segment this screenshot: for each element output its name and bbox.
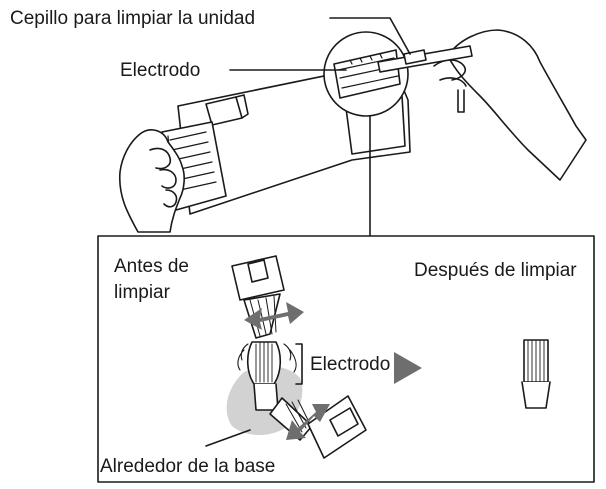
- brush-leader: [329, 17, 411, 55]
- lower-double-arrow: [286, 404, 330, 440]
- base-label: Alrededor de la base: [100, 456, 276, 478]
- right-hand: [433, 29, 587, 181]
- zoom-circle: [323, 31, 409, 117]
- base-leader: [205, 429, 251, 447]
- before-label-line2: limpiar: [114, 282, 170, 303]
- electrode-label-top: Electrodo: [120, 60, 201, 81]
- electrode-before: [237, 341, 297, 411]
- after-label: Después de limpiar: [414, 260, 577, 281]
- left-hand: [118, 129, 185, 233]
- upper-brush: [231, 255, 285, 339]
- electrode-after: [521, 339, 551, 409]
- electrode-label-detail: Electrodo: [310, 354, 391, 375]
- lower-brush: [269, 395, 367, 459]
- electrode-bracket: [295, 343, 303, 385]
- brush-label: Cepillo para limpiar la unidad: [10, 8, 256, 29]
- before-after-arrow: [394, 352, 422, 384]
- before-label-line1: Antes de: [114, 256, 189, 277]
- upper-double-arrow: [244, 302, 304, 330]
